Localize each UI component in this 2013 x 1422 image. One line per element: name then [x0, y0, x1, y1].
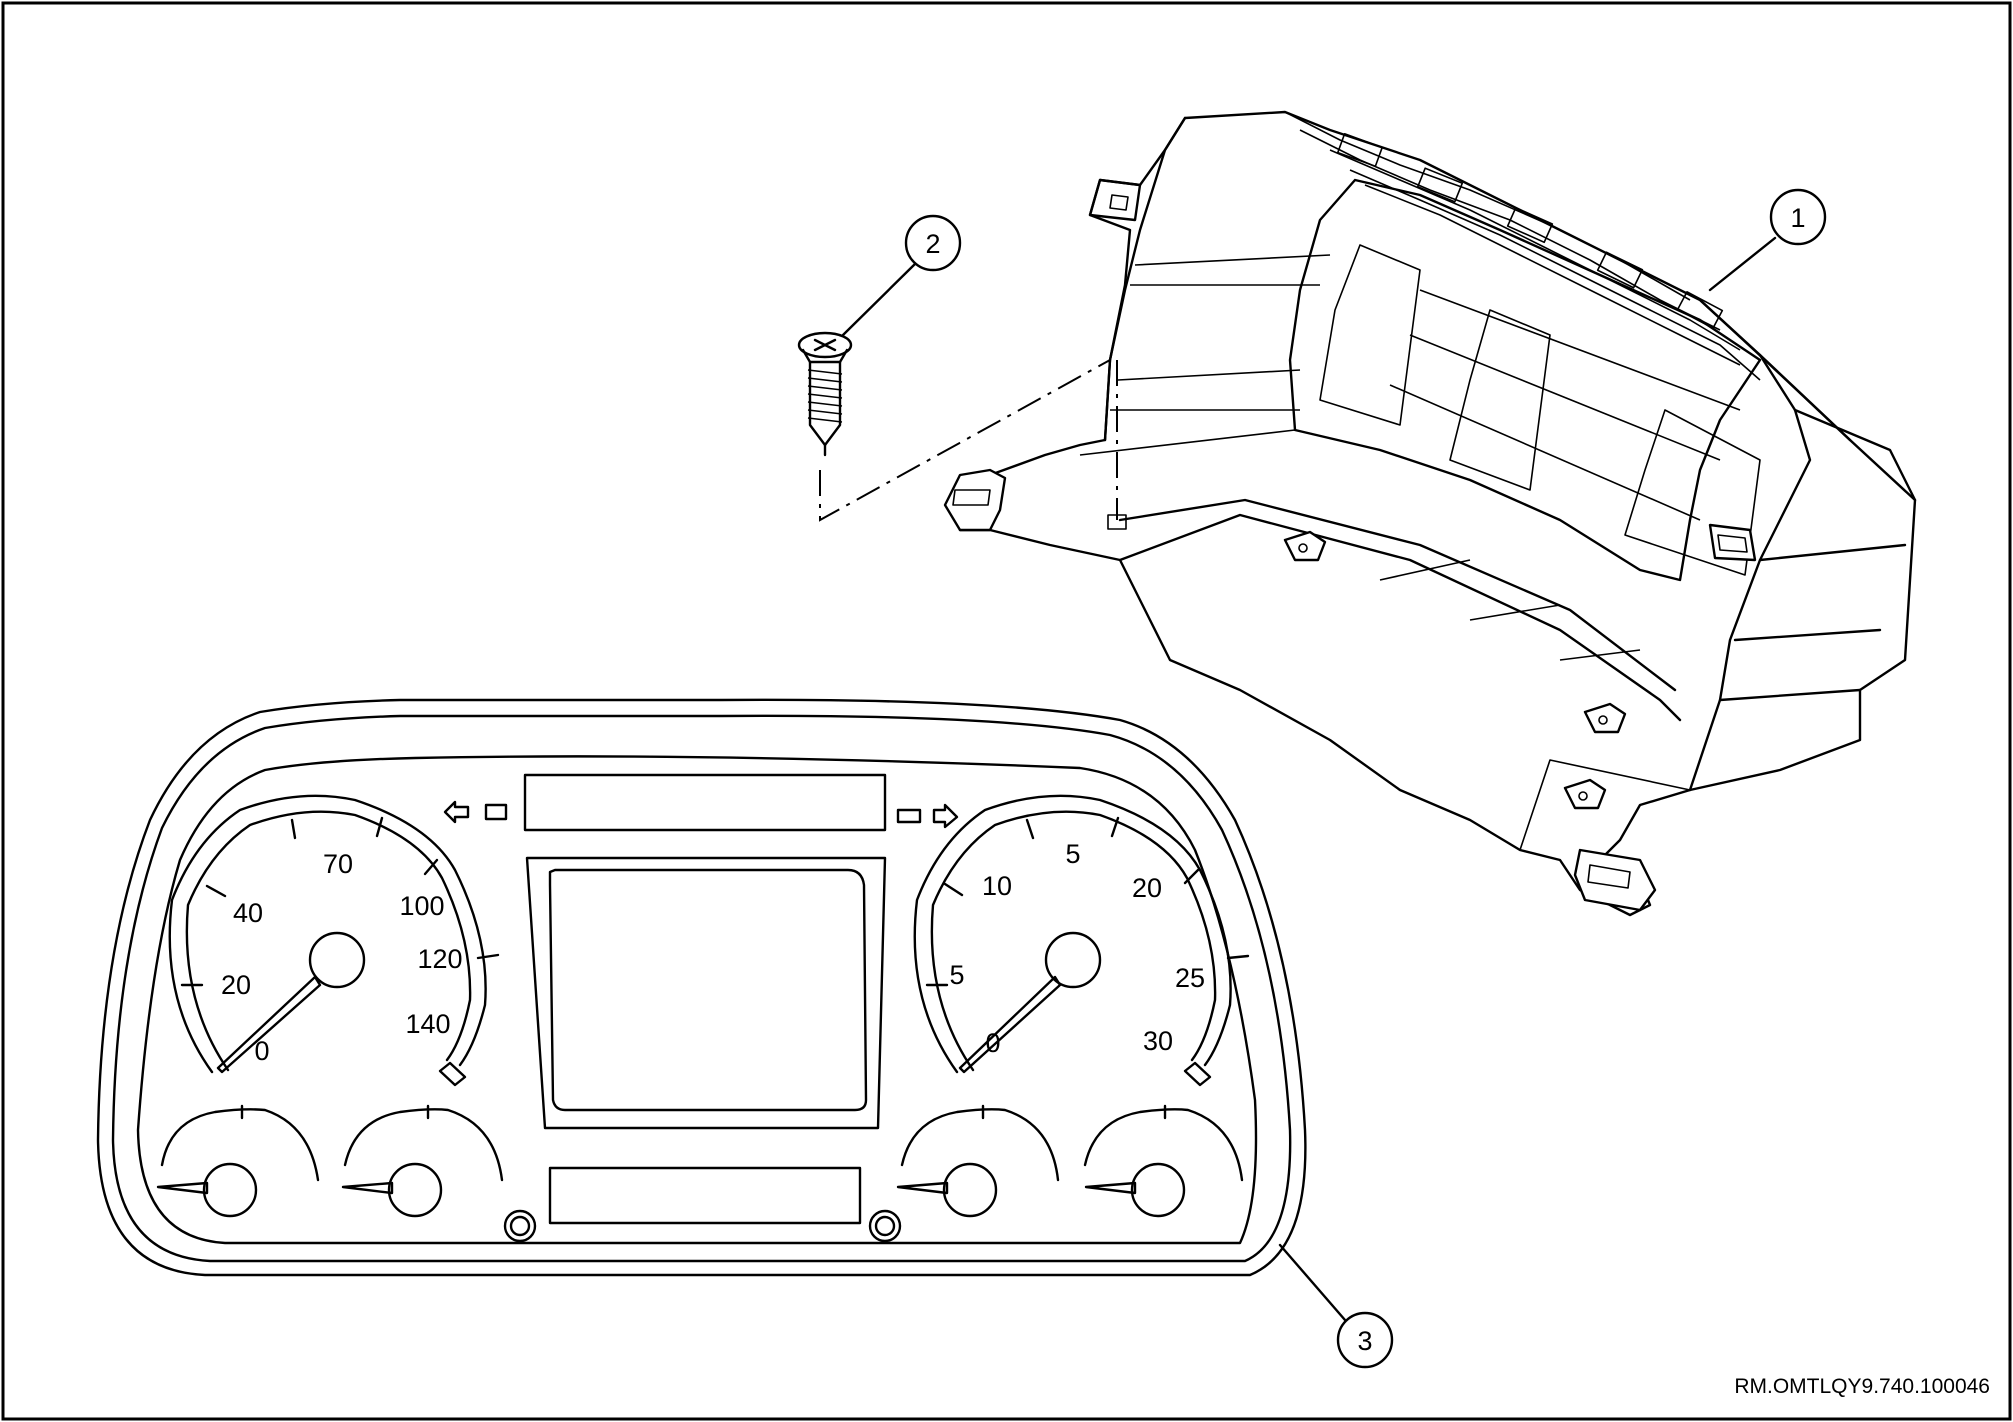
callout-1: 1 — [1708, 188, 1827, 292]
tach-label-30: 30 — [1143, 1026, 1173, 1056]
tach-label-0: 0 — [985, 1028, 1000, 1058]
small-gauge-3 — [896, 1104, 1060, 1218]
tach-label-10: 10 — [982, 871, 1012, 901]
speed-label-40: 40 — [233, 898, 263, 928]
tachometer: 0 5 10 5 20 25 30 — [913, 794, 1250, 1087]
tach-label-25: 25 — [1175, 963, 1205, 993]
arrow-left-icon — [443, 800, 470, 824]
tach-label-20: 20 — [1132, 873, 1162, 903]
speed-label-0: 0 — [254, 1036, 269, 1066]
speed-label-100: 100 — [399, 891, 444, 921]
cluster-front-face: 0 20 40 70 100 120 140 0 5 10 5 20 — [96, 698, 1307, 1277]
speed-label-20: 20 — [221, 970, 251, 1000]
trip-button-left — [503, 1209, 537, 1243]
callout-3-label: 3 — [1357, 1326, 1372, 1356]
callout-1-label: 1 — [1790, 203, 1805, 233]
callout-3: 3 — [1278, 1243, 1394, 1369]
speedometer: 0 20 40 70 100 120 140 — [168, 794, 500, 1087]
reference-code: RM.OMTLQY9.740.100046 — [1734, 1375, 1990, 1398]
small-gauge-4 — [1083, 1104, 1244, 1218]
tach-label-5a: 5 — [949, 960, 964, 990]
callout-2-label: 2 — [925, 229, 940, 259]
trip-button-right — [868, 1209, 902, 1243]
speed-label-120: 120 — [417, 944, 462, 974]
speed-label-70: 70 — [323, 849, 353, 879]
speed-label-140: 140 — [405, 1009, 450, 1039]
small-gauge-2 — [341, 1104, 504, 1218]
small-gauge-1 — [156, 1104, 320, 1218]
assembly-lines — [819, 359, 1118, 522]
arrow-right-icon — [932, 803, 959, 829]
tach-label-5b: 5 — [1065, 839, 1080, 869]
screw-icon — [797, 331, 853, 457]
callout-2: 2 — [841, 214, 962, 337]
cluster-housing — [943, 110, 1917, 917]
